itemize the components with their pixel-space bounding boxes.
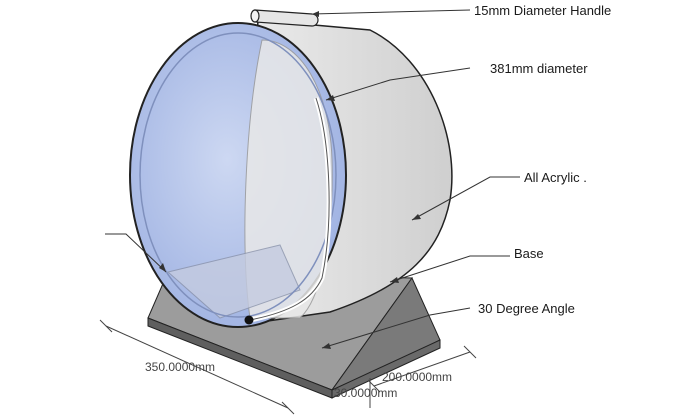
callout-angle: 30 Degree Angle: [478, 301, 575, 316]
arrow-base: [390, 277, 399, 283]
base-right-face: [331, 339, 441, 399]
drum-inner-floor: [166, 244, 301, 319]
leader-material: [411, 176, 520, 221]
leader-lines: [105, 9, 520, 349]
handle-end: [250, 9, 260, 23]
leader-diameter: [325, 67, 471, 101]
inner-rod-edge: [249, 97, 330, 321]
callout-handle: 15mm Diameter Handle: [474, 3, 612, 18]
callout-base: Base: [514, 246, 544, 261]
dim-line-width: [373, 351, 471, 387]
leader-handle: [311, 9, 471, 15]
callout-material: All Acrylic .: [524, 170, 587, 185]
dim-tick-length-a: [99, 319, 113, 333]
arrow-left: [159, 263, 166, 272]
drum-inner-rim: [139, 32, 337, 318]
arrow-diameter: [326, 95, 335, 101]
arrow-handle: [312, 11, 319, 17]
arrow-material: [412, 214, 421, 220]
dim-tick-length-b: [281, 401, 295, 415]
dimension-width: 200.0000mm: [382, 370, 453, 384]
leader-base: [389, 255, 510, 283]
dimension-height: 30.0000mm: [334, 386, 398, 400]
rod-end-cap: [244, 315, 254, 325]
dimension-length: 350.0000mm: [145, 360, 216, 374]
leader-arrows: [159, 11, 421, 349]
leader-angle: [321, 307, 471, 349]
leader-left: [105, 233, 167, 273]
dimension-lines: [99, 319, 477, 415]
dim-tick-width-b: [463, 345, 477, 359]
arrow-angle: [322, 343, 331, 349]
dim-line-length: [105, 325, 289, 409]
callout-diameter: 381mm diameter: [490, 61, 588, 76]
